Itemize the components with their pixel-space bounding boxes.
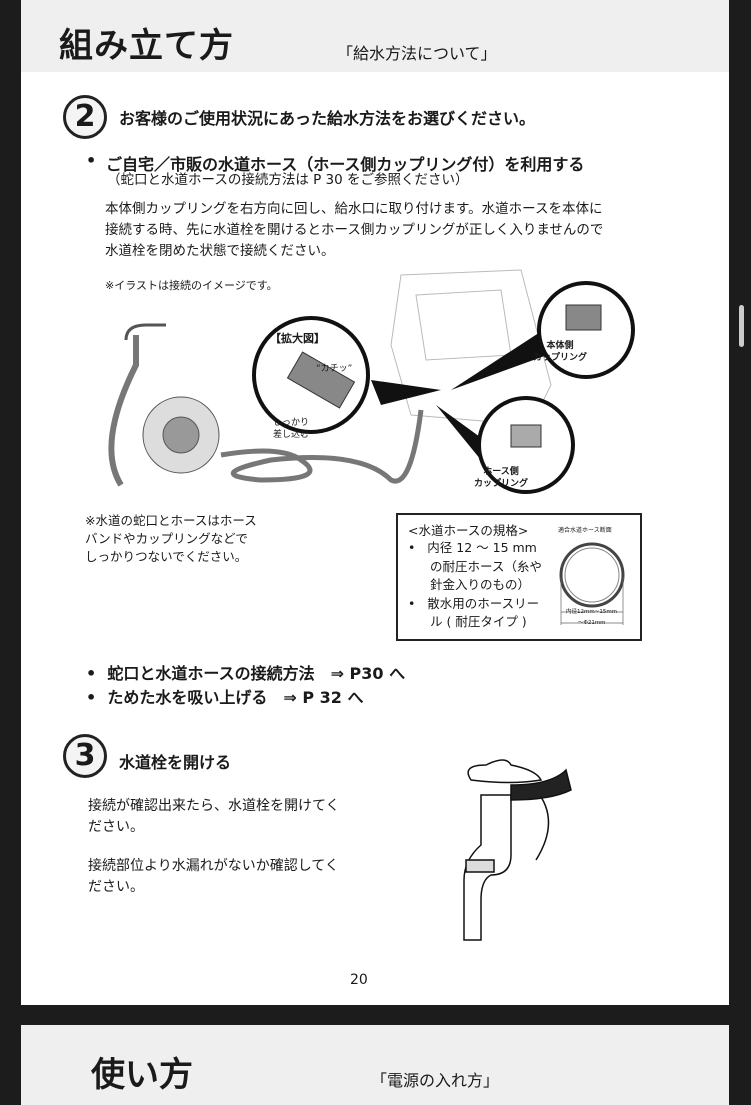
hose-option-heading: ご自宅／市販の水道ホース（ホース側カップリング付）を利用する <box>106 155 585 174</box>
para-line: ださい。 <box>88 819 144 835</box>
page-subtitle: 「電源の入れ方」 <box>371 1071 500 1090</box>
step-3-para-2: 接続部位より水漏れがないか確認してください。 <box>88 856 339 898</box>
step-2-heading: お客様のご使用状況にあった給水方法をお選びください。 <box>119 109 536 128</box>
hose-line <box>220 409 424 484</box>
spec-item: 散水用のホースリー <box>427 595 540 611</box>
link-draw-water[interactable]: • ためた水を吸い上げる ⇒ P 32 へ <box>86 688 364 707</box>
spec-item: 内径 12 ～ 15 mm <box>427 540 537 555</box>
instructions-body: 本体側カップリングを右方向に回し、給水口に取り付けます。水道ホースを本体に 接続… <box>105 199 603 262</box>
diagram-title: 適合水道ホース断面 <box>558 527 612 534</box>
para-line: ださい。 <box>88 879 144 895</box>
manual-page-21: 使い方 「電源の入れ方」 <box>21 1025 729 1105</box>
page-subtitle: 「給水方法について」 <box>337 44 497 63</box>
step-3-heading: 水道栓を開ける <box>119 753 232 772</box>
turn-arrow-icon <box>510 768 572 801</box>
body-coupling-label: 本体側カップリング <box>533 340 587 364</box>
zoom-label: 【拡大図】 <box>270 332 325 345</box>
click-label: “カチッ” <box>316 364 353 374</box>
handle-icon <box>467 759 543 784</box>
spec-item: の耐圧ホース（糸や <box>430 558 542 574</box>
label-line: ホース側 <box>483 467 519 477</box>
bullet-dot: • <box>86 151 97 170</box>
illustration-note: ※イラストは接続のイメージです。 <box>105 279 278 292</box>
label-line: 本体側 <box>546 341 574 351</box>
faucet-turn-illustration <box>463 759 572 941</box>
step-3-number: 3 <box>63 734 107 778</box>
note-line: バンドやカップリングなどで <box>85 531 248 546</box>
note-line: ※水道の蛇口とホースはホース <box>85 513 257 528</box>
label-line: カップリング <box>533 353 588 363</box>
spec-title: <水道ホースの規格> <box>408 523 529 538</box>
spec-item: ル ( 耐圧タイプ ) <box>430 614 527 629</box>
insert-line: 差し込む <box>273 430 310 440</box>
inner-diameter-label: 内径12mm~15mm <box>566 609 618 615</box>
hose-option-note: （蛇口と水道ホースの接続方法は P 30 をご参照ください） <box>107 172 469 188</box>
link-faucet-connection[interactable]: • 蛇口と水道ホースの接続方法 ⇒ P30 へ <box>86 664 406 683</box>
outer-diameter-label: ～Φ21mm <box>578 620 606 626</box>
step-3-para-1: 接続が確認出来たら、水道栓を開けてください。 <box>88 796 340 838</box>
page-title: 使い方 <box>91 1055 193 1095</box>
scrollbar-thumb[interactable] <box>739 305 744 347</box>
hose-coupling-label: ホース側カップリング <box>474 466 528 490</box>
step-2-number: 2 <box>63 95 107 139</box>
hose-reel-icon <box>142 396 220 474</box>
body-line: 本体側カップリングを右方向に回し、給水口に取り付けます。水道ホースを本体に <box>105 201 603 217</box>
link-text[interactable]: ためた水を吸い上げる ⇒ P 32 へ <box>107 688 364 707</box>
hose-spec-box: <水道ホースの規格> • 内径 12 ～ 15 mm の耐圧ホース（糸や 針金入… <box>396 513 642 641</box>
wall-plate <box>535 789 550 861</box>
faucet-note: ※水道の蛇口とホースはホース バンドやカップリングなどで しっかりつないでくださ… <box>85 512 257 566</box>
faucet-icon <box>108 323 166 487</box>
para-line: 接続が確認出来たら、水道栓を開けてく <box>88 798 340 814</box>
note-line: しっかりつないでください。 <box>85 549 248 564</box>
manual-page-20: 組み立て方 「給水方法について」 2 お客様のご使用状況にあった給水方法をお選び… <box>21 0 729 1005</box>
link-text[interactable]: 蛇口と水道ホースの接続方法 ⇒ P30 へ <box>107 664 406 683</box>
page-title: 組み立て方 <box>59 26 234 66</box>
para-line: 接続部位より水漏れがないか確認してく <box>88 858 339 874</box>
page-header: 組み立て方 「給水方法について」 <box>21 0 729 72</box>
body-line: 接続する時、先に水道栓を開けるとホース側カップリングが正しく入りませんので <box>105 222 604 238</box>
insert-label: しっかり差し込む <box>273 417 309 441</box>
insert-line: しっかり <box>273 418 310 428</box>
hose-band-icon <box>465 859 495 873</box>
hose-connection-illustration <box>108 269 635 494</box>
label-line: カップリング <box>474 479 529 489</box>
body-line: 水道栓を閉めた状態で接続ください。 <box>105 243 335 259</box>
page-number: 20 <box>350 972 368 988</box>
spec-item: 針金入りのもの） <box>430 577 531 592</box>
hose-cross-section-diagram <box>559 542 625 625</box>
spec-list: • 内径 12 ～ 15 mm の耐圧ホース（糸や 針金入りのもの） • 散水用… <box>408 539 542 632</box>
